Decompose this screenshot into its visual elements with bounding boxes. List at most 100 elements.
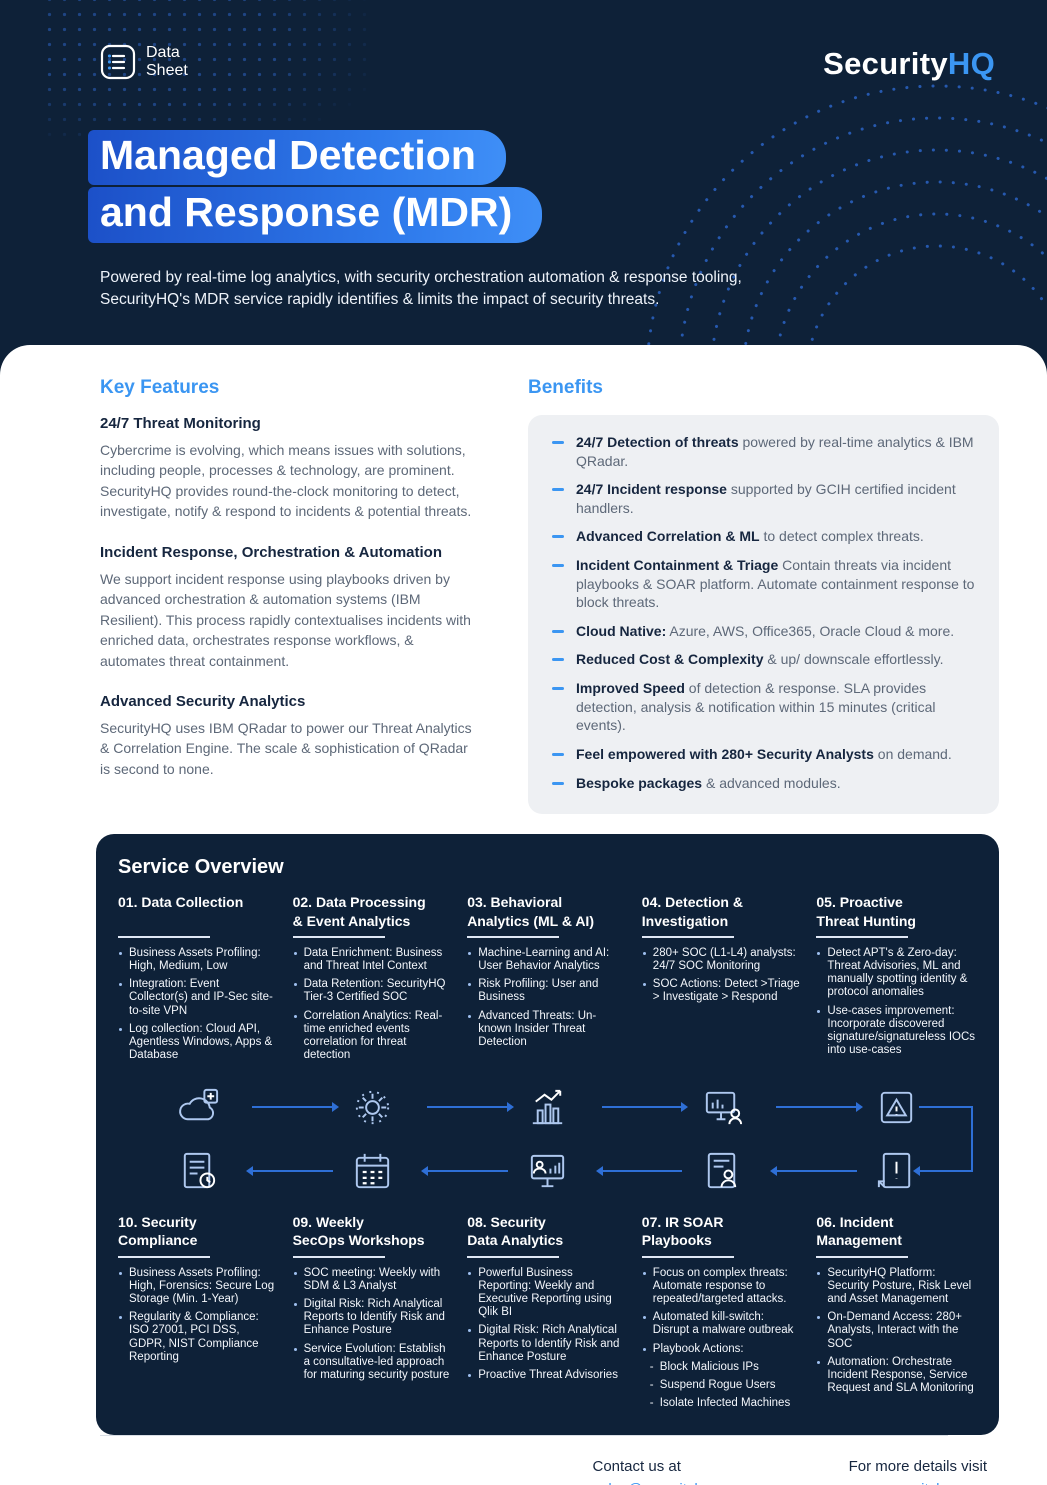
benefit-text: Incident Containment & Triage Contain th… [576,557,975,611]
bullet-item: Automation: Orchestrate Incident Respons… [816,1356,977,1395]
feature-section: 24/7 Threat Monitoring Cybercrime is evo… [100,415,480,522]
step-title: 07. IR SOAR [641,1214,724,1231]
bullet-item: Regularity & Compliance: ISO 27001, PCI … [118,1311,279,1363]
benefit-item: Feel empowered with 280+ Security Analys… [552,745,975,764]
benefit-item: Advanced Correlation & ML to detect comp… [552,527,975,546]
bullet-item: SOC meeting: Weekly with SDM & L3 Analys… [293,1267,454,1293]
feature-section: Advanced Security Analytics SecurityHQ u… [100,693,480,779]
flow-connector-bottom-arrow [913,1166,973,1177]
bullet-item: Use-cases improvement: Incorporate disco… [816,1005,977,1057]
step-title: 01. Data Collection [118,894,244,911]
feature-title: Advanced Security Analytics [100,692,306,710]
arrow-left-icon [770,1166,857,1177]
dash-bullet-icon [552,488,564,492]
soc-monitoring-screen-icon [699,1084,746,1131]
title-underline [641,936,734,939]
step-bullets: Focus on complex threats: Automate respo… [642,1267,803,1410]
contact-block: Contact us at sales@securityhq.com [593,1458,744,1485]
bullet-item: Integration: Event Collector(s) and IP-S… [118,978,279,1017]
step-title: 08. Security [467,1214,546,1231]
benefit-item: Incident Containment & Triage Contain th… [552,556,975,612]
details-block: For more details visit www.securityhq.co… [849,1458,987,1485]
workshops-calendar-icon [349,1148,396,1195]
service-steps-top-row: 01. Data Collection Business Assets Prof… [118,893,977,1067]
dash-bullet-icon [552,752,564,756]
key-features-column: Key Features 24/7 Threat Monitoring Cybe… [100,377,480,814]
arrow-right-icon [252,1102,339,1113]
benefit-text: Improved Speed of detection & response. … [576,680,936,734]
feature-title: 24/7 Threat Monitoring [100,415,261,432]
details-label: For more details visit [848,1458,987,1475]
service-overview-panel: Service Overview 01. Data Collection Bus… [96,834,999,1435]
step-title: 06. Incident [816,1214,894,1231]
bullet-item: Playbook Actions: [642,1343,803,1356]
feature-section: Incident Response, Orchestration & Autom… [100,544,480,671]
benefit-item: Cloud Native: Azure, AWS, Office365, Ora… [552,622,975,641]
title-underline [118,936,210,939]
benefit-text: 24/7 Detection of threats powered by rea… [576,434,974,469]
bullet-item: On-Demand Access: 280+ Analysts, Interac… [816,1311,977,1350]
step-title: 03. Behavioral [467,894,563,911]
bullet-item: Data Retention: SecurityHQ Tier-3 Certif… [293,978,454,1004]
step-title: 09. Weekly [292,1214,364,1231]
arrow-left-icon [420,1166,508,1177]
title-underline [467,936,560,939]
cloud-add-icon [175,1084,222,1131]
bullet-item: Suspend Rogue Users [642,1379,803,1392]
dash-bullet-icon [552,564,564,568]
bullet-item: Automated kill-switch: Disrupt a malware… [642,1311,803,1337]
bullet-item: 280+ SOC (L1-L4) analysts: 24/7 SOC Moni… [642,947,803,973]
bullet-item: Service Evolution: Establish a consultat… [293,1343,454,1382]
key-features-list: 24/7 Threat Monitoring Cybercrime is evo… [100,415,480,779]
dash-bullet-icon [552,535,564,539]
title-underline [118,1256,210,1259]
dash-bullet-icon [552,658,564,662]
benefit-item: Reduced Cost & Complexity & up/ downscal… [552,650,975,669]
step-title: 10. Security [118,1214,197,1231]
contact-label: Contact us at [592,1458,681,1475]
step-02-data-processing: 02. Data Processing& Event Analytics Dat… [292,893,454,1067]
flow-connector-vertical [971,1107,973,1172]
bullet-item: Digital Risk: Rich Analytical Reports to… [293,1298,454,1337]
playbooks-doc-person-icon [699,1148,746,1195]
header-banner: Data Sheet SecurityHQ Managed Detection … [0,0,1047,375]
badge-line1: Data [146,44,180,62]
footer: Contact us at sales@securityhq.com For m… [0,1435,1047,1485]
arrow-left-icon [595,1166,683,1177]
data-sheet-badge: Data Sheet [100,44,188,80]
page-subtitle: Powered by real-time log analytics, with… [100,268,742,308]
benefit-text: Advanced Correlation & ML to detect comp… [576,528,924,545]
benefits-panel: 24/7 Detection of threats powered by rea… [528,415,999,815]
benefit-text: 24/7 Incident response supported by GCIH… [576,481,956,516]
step-bullets: SOC meeting: Weekly with SDM & L3 Analys… [293,1267,454,1382]
bullet-item: Business Assets Profiling: High, Medium,… [118,947,279,973]
step-bullets: Detect APT's & Zero-day: Threat Advisori… [816,947,977,1057]
arrow-right-icon [776,1102,863,1113]
step-title: 04. Detection & [641,894,743,911]
title-underline [641,1256,734,1259]
title-underline [816,1256,909,1259]
benefit-text: Reduced Cost & Complexity & up/ downscal… [576,651,944,668]
service-flow-diagram [118,1075,977,1203]
main-content: Key Features 24/7 Threat Monitoring Cybe… [0,345,1047,815]
page-title-line2: and Response (MDR) [88,187,543,243]
bullet-item: Risk Profiling: User and Business [467,978,628,1004]
badge-line2: Sheet [146,62,188,79]
bullet-item: Powerful Business Reporting: Weekly and … [467,1267,628,1319]
benefit-text: Feel empowered with 280+ Security Analys… [576,745,952,762]
flow-bottom-row [118,1139,977,1203]
badge-label: Data Sheet [146,44,188,80]
contact-email-link[interactable]: sales@securityhq.com [593,1481,744,1485]
securityhq-logo: SecurityHQ [823,46,995,82]
dash-bullet-icon [552,687,564,691]
step-bullets: 280+ SOC (L1-L4) analysts: 24/7 SOC Moni… [642,947,803,1004]
website-link[interactable]: www.securityhq.com [849,1481,986,1485]
title-underline [292,936,385,939]
step-bullets: Business Assets Profiling: High, Medium,… [118,947,279,1062]
